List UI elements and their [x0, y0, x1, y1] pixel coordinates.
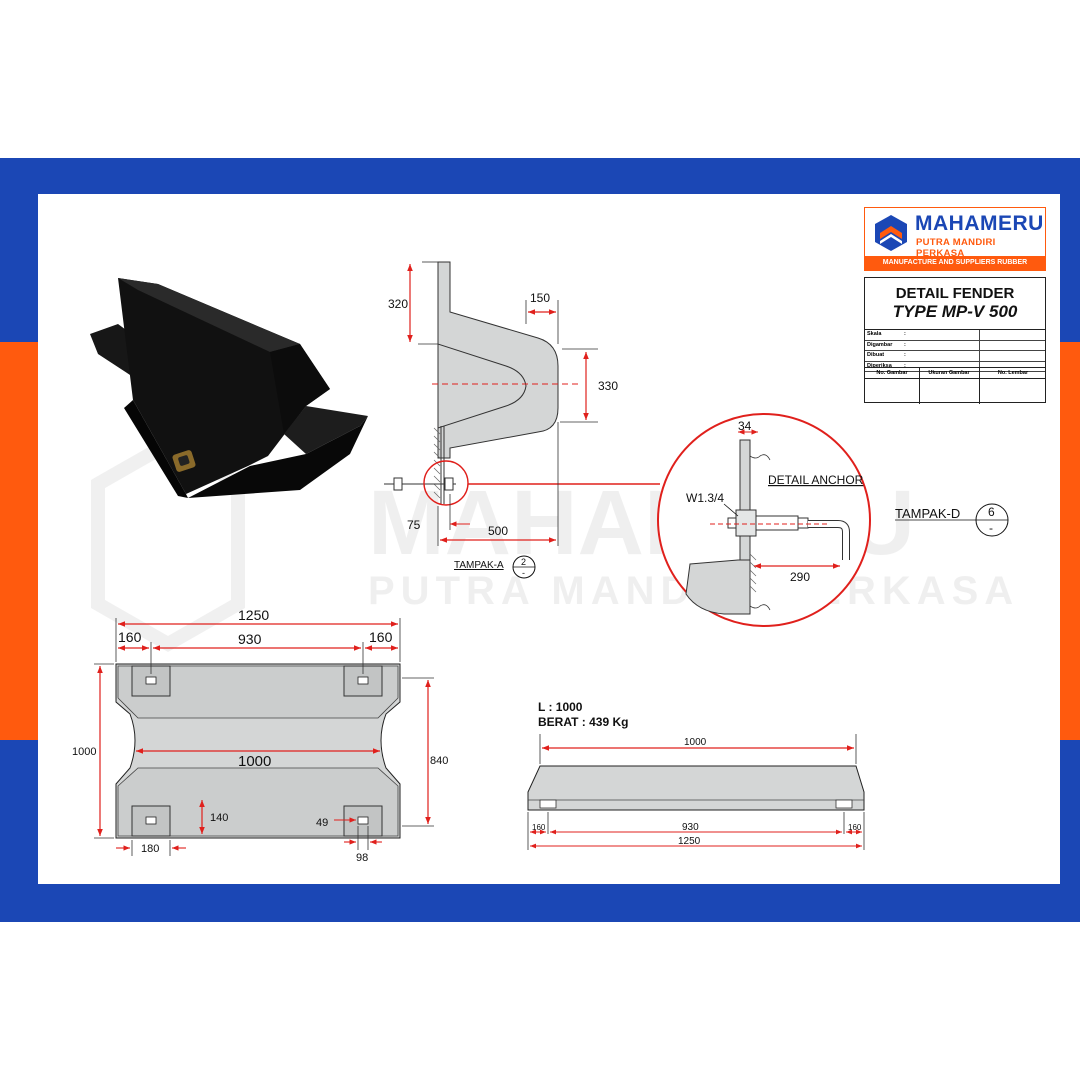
detail-circle-small — [423, 460, 469, 506]
plan-view: 1250 160 930 160 1000 1000 840 140 180 — [72, 607, 448, 864]
dim-top-height: 320 — [388, 297, 408, 311]
dim-bolt-length: 290 — [790, 570, 810, 584]
footer-ukuran-gambar: Ukuran Gambar — [928, 370, 970, 376]
dim-total-width: 1250 — [238, 607, 269, 623]
technical-drawing: MAHAMERU PUTRA MANDIRI PERKASA — [72, 261, 1013, 864]
spec-length: L : 1000 — [538, 700, 583, 714]
bolt-size-label: W1.3/4 — [686, 491, 724, 505]
dim-pad-width: 180 — [141, 843, 159, 855]
title-row-skala: Skala: — [865, 330, 1045, 341]
brand-tagline: MANUFACTURE AND SUPPLIERS RUBBER PRODUCT — [865, 256, 1045, 280]
dim-bolt-spacing: 930 — [238, 631, 262, 647]
detail-anchor-title: DETAIL ANCHOR — [768, 473, 864, 487]
view-label-tampak-d: TAMPAK-D — [895, 506, 960, 521]
dim-front-top-width: 1000 — [684, 737, 707, 748]
title-row-dibuat: Dibuat: — [865, 351, 1045, 362]
dim-front-total-width: 1250 — [678, 836, 701, 847]
title-block-footer: No. Gambar Ukuran Gambar No. Lembar — [865, 367, 1045, 404]
dim-nose-height: 330 — [598, 379, 618, 393]
dim-base-offset: 75 — [407, 518, 421, 532]
drawing-title: DETAIL FENDER — [895, 285, 1015, 302]
drawing-type: TYPE MP-V 500 — [892, 302, 1018, 321]
dim-flange-height: 140 — [210, 812, 228, 824]
dim-hole-offset: 49 — [316, 817, 328, 829]
drawing-sheet: MAHAMERU PUTRA MANDIRI PERKASA — [38, 194, 1060, 884]
title-block: DETAIL FENDER TYPE MP-V 500 Skala: Digam… — [864, 277, 1046, 404]
dim-total-depth: 500 — [488, 524, 508, 538]
brand-name: MAHAMERU — [915, 212, 1044, 235]
fender-product-image — [90, 278, 368, 498]
dim-plate-width: 34 — [738, 419, 752, 433]
brand-subtitle: PUTRA MANDIRI PERKASA — [916, 237, 996, 259]
dim-front-edge-left: 160 — [532, 823, 546, 832]
brand-logo: MAHAMERU PUTRA MANDIRI PERKASA MANUFACTU… — [864, 207, 1046, 280]
view-ref-a-bottom: - — [522, 568, 525, 578]
title-row-diperiksa: Diperiksa: — [865, 361, 1045, 372]
dim-edge-right: 160 — [369, 629, 393, 645]
anchor-detail: 34 DETAIL ANCHOR W1.3/4 290 TAMPAK-D 6 - — [657, 413, 1009, 627]
dim-edge-left: 160 — [118, 629, 142, 645]
view-ref-d-top: 6 — [988, 505, 995, 519]
dim-nose-width: 150 — [530, 291, 550, 305]
footer-no-gambar: No. Gambar — [876, 370, 908, 376]
dim-height: 1000 — [72, 746, 96, 758]
hexagon-logo-icon — [875, 215, 907, 251]
dim-length: 1000 — [238, 753, 271, 770]
footer-no-lembar: No. Lembar — [997, 370, 1029, 376]
view-label-tampak-a: TAMPAK-A — [454, 560, 504, 571]
side-view: 320 150 330 75 500 TAMPAK-A 2 - — [384, 261, 660, 579]
front-view: L : 1000 BERAT : 439 Kg 1000 160 930 160… — [527, 700, 865, 850]
view-ref-d-bottom: - — [989, 521, 993, 535]
dim-front-bolt-spacing: 930 — [682, 822, 699, 833]
view-ref-a-top: 2 — [521, 557, 526, 567]
spec-weight: BERAT : 439 Kg — [538, 715, 628, 729]
dim-inner-height: 840 — [430, 755, 448, 767]
dim-front-edge-right: 160 — [848, 823, 862, 832]
title-row-digambar: Digambar: — [865, 340, 1045, 351]
dim-hole-width: 98 — [356, 852, 368, 864]
